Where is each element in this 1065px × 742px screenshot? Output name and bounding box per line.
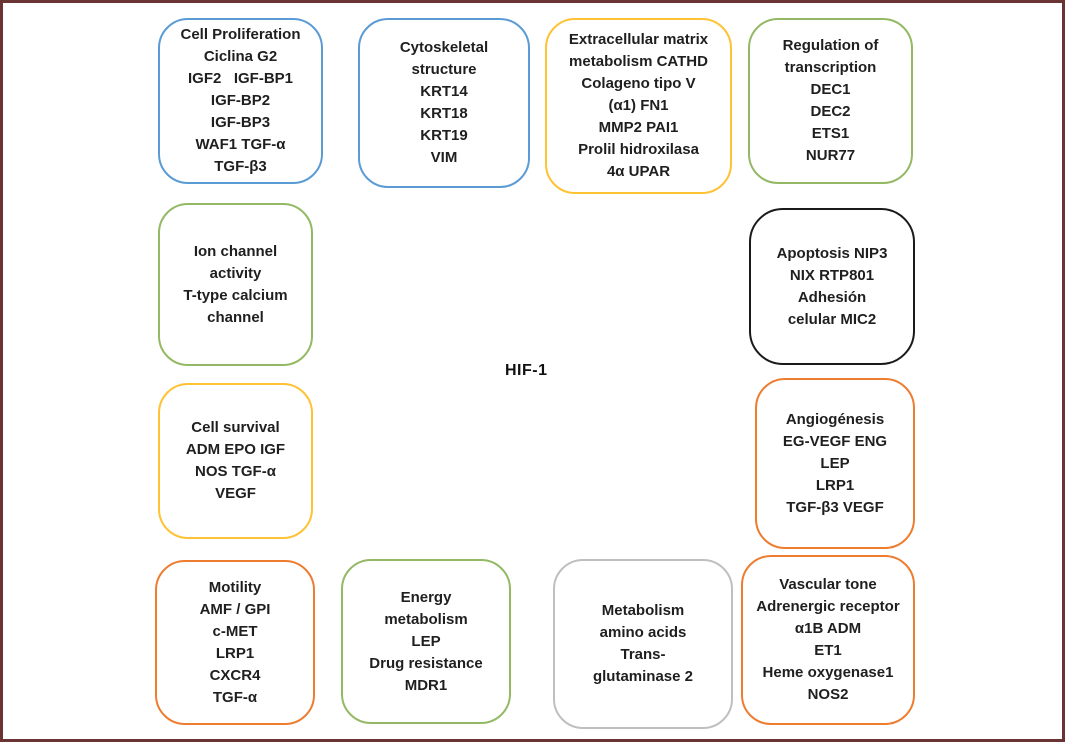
box-line: ET1	[814, 642, 842, 659]
box-line: KRT14	[420, 83, 468, 100]
box-metabolism-amino-acids: Metabolism amino acids Trans- glutaminas…	[553, 559, 733, 729]
box-line: Regulation of	[782, 37, 879, 54]
box-line: TGF-α	[212, 688, 258, 706]
box-line: Apoptosis NIP3	[776, 244, 888, 262]
box-line: CXCR4	[209, 666, 261, 684]
box-line: EG-VEGF ENG	[782, 432, 888, 450]
box-line: Ciclina G2	[203, 48, 278, 65]
box-line: LEP	[411, 632, 441, 650]
box-line: LEP	[820, 454, 850, 472]
box-line: AMF / GPI	[199, 600, 271, 618]
box-line: KRT18	[420, 105, 468, 122]
box-line: celular MIC2	[787, 310, 877, 328]
box-line: Motility	[208, 578, 262, 596]
box-line: activity	[209, 264, 262, 282]
box-vascular-tone: Vascular tone Adrenergic receptor α1B AD…	[741, 555, 915, 725]
box-line: metabolism	[384, 610, 468, 628]
box-line: Colageno tipo V	[581, 75, 696, 92]
box-line: KRT19	[420, 127, 468, 144]
box-ion-channel-activity: Ion channel activity T-type calcium chan…	[158, 203, 313, 366]
box-line: MMP2 PAI1	[598, 119, 679, 136]
box-line: TGF-β3 VEGF	[786, 498, 884, 516]
box-apoptosis-adhesion: Apoptosis NIP3 NIX RTP801 Adhesión celul…	[749, 208, 915, 365]
box-line: transcription	[784, 59, 877, 76]
box-line: WAF1 TGF-α	[195, 136, 286, 153]
box-line: VIM	[430, 149, 458, 166]
box-line: T-type calcium	[183, 286, 288, 304]
box-line: ADM EPO IGF	[185, 441, 286, 458]
box-line: IGF-BP2	[210, 92, 271, 109]
box-cell-survival: Cell survival ADM EPO IGF NOS TGF-α VEGF	[158, 383, 313, 539]
box-extracellular-matrix-metabolism: Extracellular matrix metabolism CATHD Co…	[545, 18, 732, 194]
box-line: ETS1	[811, 125, 850, 142]
box-cytoskeletal-structure: Cytoskeletal structure KRT14 KRT18 KRT19…	[358, 18, 530, 188]
box-line: NOS TGF-α	[195, 463, 276, 480]
box-energy-metabolism: Energy metabolism LEP Drug resistance MD…	[341, 559, 511, 724]
box-line: NOS2	[807, 686, 849, 703]
box-line: channel	[207, 308, 264, 326]
box-line: VEGF	[215, 485, 256, 502]
box-motility: Motility AMF / GPI c-MET LRP1 CXCR4 TGF-…	[155, 560, 315, 725]
box-line: NUR77	[805, 147, 856, 164]
box-line: Cytoskeletal	[399, 39, 489, 56]
box-line: Angiogénesis	[785, 410, 885, 428]
box-line: Vascular tone	[779, 576, 877, 593]
box-line: IGF-BP3	[210, 114, 271, 131]
box-line: metabolism CATHD	[569, 53, 708, 70]
box-line: Metabolism	[601, 602, 685, 619]
box-line: Adhesión	[797, 288, 867, 306]
box-line: α1B ADM	[794, 620, 862, 637]
box-line: DEC1	[810, 81, 851, 98]
box-line: DEC2	[810, 103, 851, 120]
box-line: Energy	[400, 588, 452, 606]
box-line: amino acids	[599, 624, 687, 641]
box-line: TGF-β3	[214, 158, 267, 175]
box-line: c-MET	[212, 622, 258, 640]
box-line: NIX RTP801	[789, 266, 875, 284]
box-line: 4α UPAR	[606, 163, 671, 180]
box-cell-proliferation: Cell Proliferation Ciclina G2 IGF2 IGF-B…	[158, 18, 323, 184]
box-regulation-of-transcription: Regulation of transcription DEC1 DEC2 ET…	[748, 18, 913, 184]
box-line: structure	[411, 61, 477, 78]
box-line: Drug resistance	[369, 654, 483, 672]
box-line: LRP1	[815, 476, 855, 494]
box-line: Extracellular matrix	[568, 31, 709, 48]
hif1-center-label: HIF-1	[505, 362, 548, 379]
box-line: Cell Proliferation	[180, 26, 301, 43]
box-angiogenesis: Angiogénesis EG-VEGF ENG LEP LRP1 TGF-β3…	[755, 378, 915, 549]
box-line: Cell survival	[191, 419, 280, 436]
box-line: Adrenergic receptor	[756, 598, 900, 615]
box-line: MDR1	[404, 676, 448, 694]
box-line: LRP1	[215, 644, 255, 662]
box-line: Heme oxygenase1	[762, 664, 894, 681]
box-line: Trans-	[620, 646, 666, 663]
box-line: glutaminase 2	[592, 668, 694, 685]
box-line: IGF2 IGF-BP1	[187, 70, 293, 87]
box-line: Ion channel	[193, 242, 278, 260]
box-line: Prolil hidroxilasa	[578, 141, 699, 158]
box-line: (α1) FN1	[608, 97, 669, 114]
